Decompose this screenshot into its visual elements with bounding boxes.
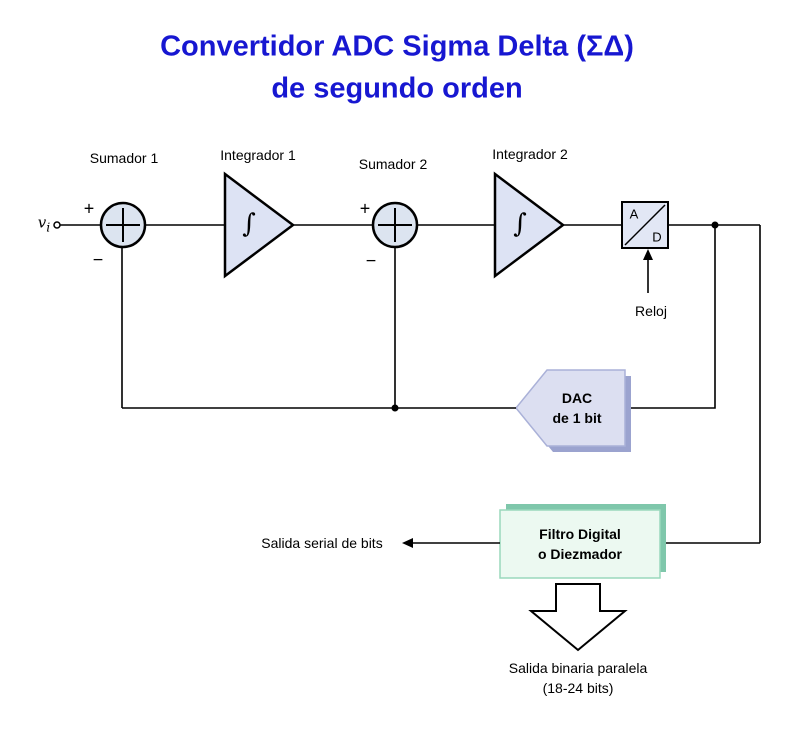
- summer-2-label: Sumador 2: [358, 156, 428, 172]
- filter-label-line1: Filtro Digital: [539, 526, 621, 542]
- integrator-2-integral-icon: ∫: [513, 209, 527, 239]
- integrator-1-integral-icon: ∫: [242, 209, 256, 239]
- input-signal-subscript: i: [46, 219, 51, 235]
- summer-1-label: Sumador 1: [89, 150, 159, 166]
- summer-2-plus-sign: +: [359, 198, 371, 219]
- filter-label-line2: o Diezmador: [537, 546, 623, 562]
- serial-output-label: Salida serial de bits: [261, 535, 383, 551]
- page-title-line2: de segundo orden: [271, 72, 523, 105]
- integrator-2-triangle: [493, 171, 566, 279]
- clock-arrowhead-icon: [643, 249, 653, 260]
- parallel-output-label-line1: Salida binaria paralela: [508, 660, 648, 676]
- wire-dac-feedback: [121, 247, 516, 409]
- input-terminal-icon: [53, 221, 61, 229]
- adc-diagonal-icon: [624, 204, 666, 246]
- dac-label-line2: de 1 bit: [552, 410, 602, 426]
- summer-1-plus-icon: [106, 208, 140, 242]
- page-title-line1: Convertidor ADC Sigma Delta (ΣΔ): [160, 30, 634, 63]
- adc-letter-d: D: [652, 229, 662, 245]
- serial-arrowhead-icon: [402, 538, 413, 548]
- junction-dot-feedback: [391, 404, 399, 412]
- integrator-1-triangle: [223, 171, 296, 279]
- summer-1-minus-sign: −: [92, 249, 104, 270]
- adc-letter-a: A: [629, 206, 639, 222]
- wire-feedback-to-dac: [627, 225, 716, 409]
- summer-2-minus-sign: −: [365, 250, 377, 271]
- summer-2-plus-icon: [378, 208, 412, 242]
- clock-label: Reloj: [635, 303, 667, 319]
- input-signal-label: vi: [38, 214, 50, 235]
- dac-label-line1: DAC: [561, 390, 593, 406]
- summer-1-plus-sign: +: [83, 198, 95, 219]
- input-signal-base: v: [37, 213, 47, 232]
- wire-adc-filter: [660, 224, 761, 544]
- dac-block: [515, 369, 626, 447]
- parallel-output-label-line2: (18-24 bits): [542, 680, 614, 696]
- filter-block: [499, 509, 661, 579]
- parallel-output-arrow-icon: [528, 583, 628, 652]
- integrator-1-label: Integrador 1: [220, 147, 296, 163]
- integrator-2-label: Integrador 2: [492, 146, 568, 162]
